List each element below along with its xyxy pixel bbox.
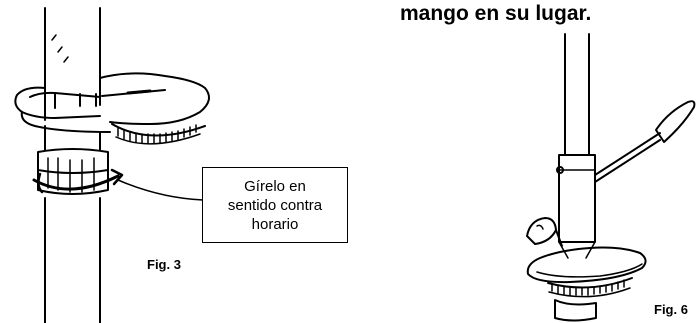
figure-6-caption: Fig. 6 bbox=[654, 302, 688, 317]
rotation-callout-text: Gírelo en sentido contra horario bbox=[227, 177, 323, 233]
fig3-illustration bbox=[14, 7, 210, 323]
rotation-callout-box: Gírelo en sentido contra horario bbox=[202, 167, 348, 243]
fig6-illustration bbox=[526, 33, 696, 322]
figure-3-caption: Fig. 3 bbox=[147, 257, 181, 272]
instruction-heading: mango en su lugar. bbox=[400, 2, 592, 25]
